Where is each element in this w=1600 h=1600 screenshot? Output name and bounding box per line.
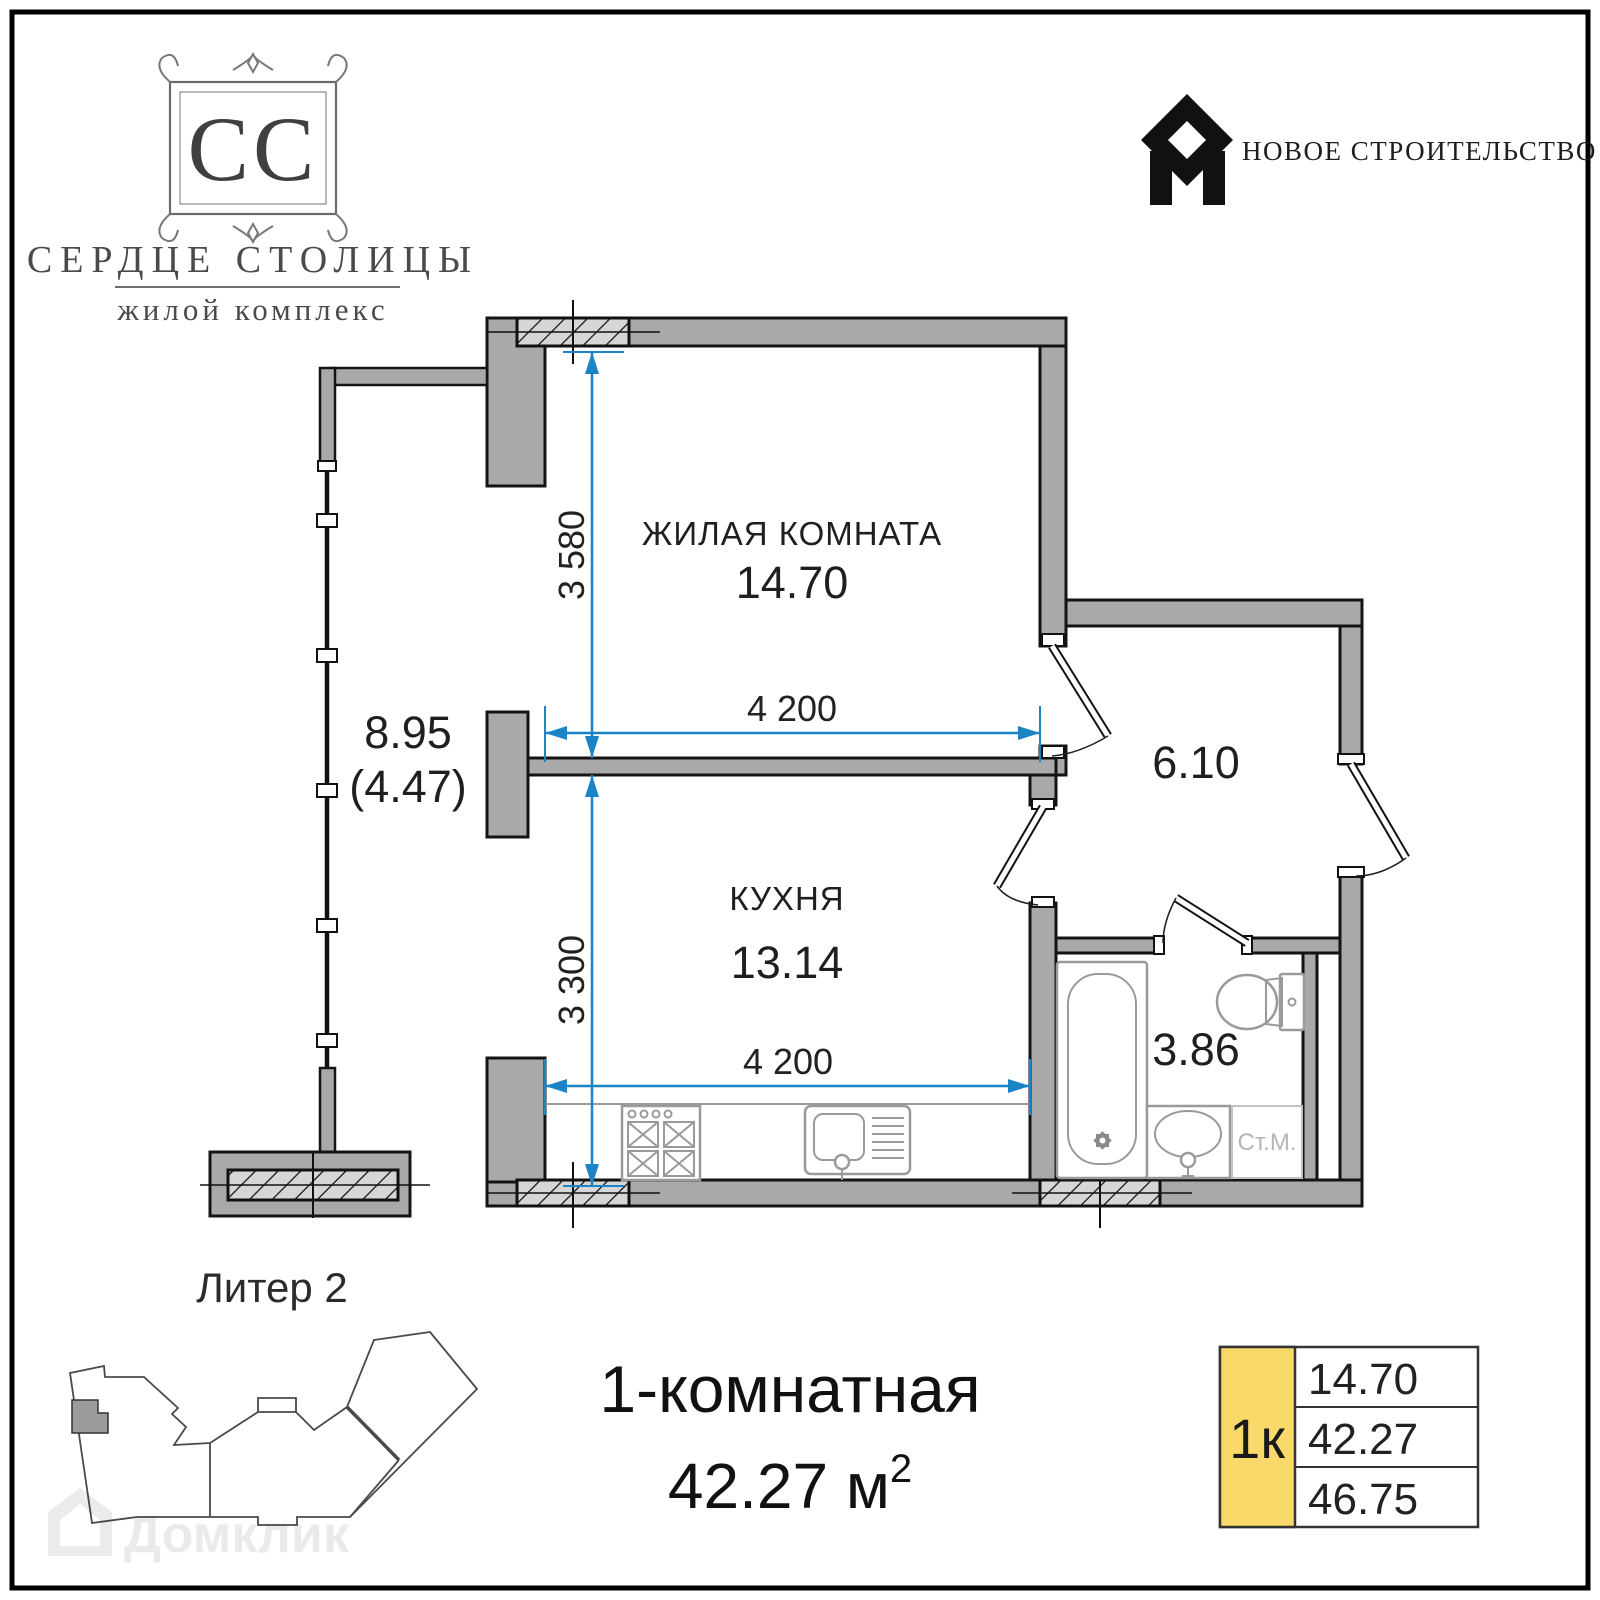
logo-monogram: СС (188, 98, 319, 200)
card-total-area-with-balcony: 46.75 (1308, 1475, 1418, 1524)
wall-hall-top (1064, 598, 1364, 628)
hallway-area: 6.10 (1152, 737, 1240, 788)
building-label: Литер 2 (196, 1264, 348, 1311)
wall-bath-top-right (1246, 936, 1342, 955)
site-outline (68, 1331, 479, 1526)
bathroom-area: 3.86 (1152, 1024, 1240, 1075)
complex-name: СЕРДЦЕ СТОЛИЦЫ (27, 239, 479, 281)
total-area: 42.27 м2 (668, 1447, 912, 1522)
kitchen-name: КУХНЯ (729, 880, 844, 917)
developer-house-leg-left (1150, 151, 1172, 205)
balcony-area-reduced: (4.47) (349, 761, 467, 812)
site-plan: Литер 2 (68, 1264, 479, 1526)
kitchen-fixtures (545, 1103, 1030, 1182)
balcony-area: 8.95 (364, 707, 452, 758)
kitchen-area: 13.14 (731, 937, 844, 988)
toilet-icon (1215, 972, 1306, 1032)
watermark-house-icon (48, 1488, 112, 1556)
balcony-wall-left-bottom (318, 1066, 337, 1156)
bathtub-icon (1055, 960, 1149, 1180)
card-total-area: 42.27 (1308, 1415, 1418, 1464)
developer-logo: НОВОЕ СТРОИТЕЛЬСТВО (1141, 94, 1597, 205)
wall-partition (526, 756, 1058, 777)
door-bathroom (1153, 894, 1253, 955)
stove-icon (620, 1104, 702, 1182)
total-area-value: 42.27 м (668, 1450, 890, 1522)
windows (200, 300, 1192, 1228)
washing-machine-label: Ст.М. (1238, 1129, 1297, 1156)
balcony-wall-top (331, 366, 489, 387)
wall-living-right (1038, 344, 1068, 648)
wall-right-lower (1338, 873, 1364, 1208)
balcony-wall-left-top (318, 366, 337, 470)
sheet-border (9, 9, 1591, 1591)
card-living-area: 14.70 (1308, 1355, 1418, 1404)
living-room-area: 14.70 (736, 557, 849, 608)
developer-name: НОВОЕ СТРОИТЕЛЬСТВО (1242, 136, 1597, 166)
bathroom-fixtures: Ст.М. (1055, 960, 1306, 1180)
dim-living-depth: 3 580 (551, 510, 592, 600)
living-room-name: ЖИЛАЯ КОМНАТА (642, 515, 942, 552)
dim-living-width: 4 200 (747, 688, 837, 729)
card-badge-cell (1218, 1345, 1297, 1529)
wall-bath-top-left (1054, 936, 1162, 955)
dim-kitchen-depth: 3 300 (551, 935, 592, 1025)
complex-subtitle: жилой комплекс (116, 292, 388, 327)
room-labels: ЖИЛАЯ КОМНАТА 14.70 КУХНЯ 13.14 6.10 3.8… (349, 515, 1240, 1075)
pillar-bottom-left (485, 1056, 547, 1184)
card-badge: 1к (1229, 1407, 1285, 1470)
developer-house-leg-right (1203, 151, 1225, 205)
door-living (1041, 633, 1112, 759)
dimensions: 3 580 3 300 4 200 4 200 (544, 351, 1041, 1187)
bathtub-drain (1093, 1131, 1112, 1150)
site-apartment-highlight (71, 1399, 109, 1434)
logo-frame-ornaments (158, 51, 348, 245)
total-area-sup: 2 (890, 1447, 912, 1491)
summary: 1-комнатная 42.27 м2 (599, 1352, 980, 1522)
washing-machine-spot: Ст.М. (1231, 1105, 1303, 1179)
dim-kitchen-width: 4 200 (743, 1041, 833, 1082)
kitchen-sink-icon (803, 1104, 912, 1180)
bath-sink-icon (1145, 1104, 1232, 1180)
door-entrance (1337, 753, 1410, 878)
area-card: 1к 14.70 42.27 46.75 (1218, 1345, 1480, 1529)
pillar-mid-left (485, 710, 530, 839)
complex-logo: СС СЕРДЦЕ СТОЛИЦЫ жилой комплекс (27, 51, 479, 327)
balcony-glazing-joints (316, 460, 338, 1048)
watermark: Домклик (48, 1488, 350, 1564)
wall-right-upper (1338, 624, 1364, 766)
wall-kitchen-right (1028, 901, 1058, 1208)
watermark-text: Домклик (124, 1506, 350, 1564)
doors (993, 633, 1410, 955)
door-kitchen (993, 798, 1055, 908)
apartment-type: 1-комнатная (599, 1352, 980, 1426)
